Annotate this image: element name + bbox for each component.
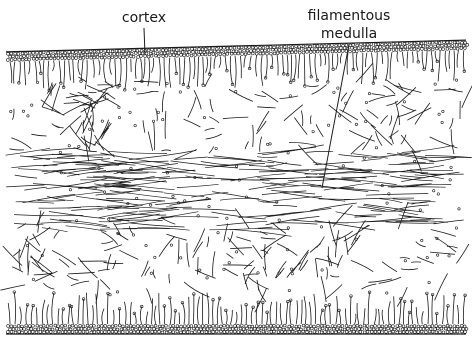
medulla-label-line2: medulla (321, 26, 377, 42)
lower-cortex (6, 291, 467, 334)
cortex-label: cortex (122, 10, 166, 26)
medulla-label-line1: filamentous (308, 8, 391, 24)
tissue-drawing (0, 40, 472, 334)
filamentous-medulla (0, 63, 472, 312)
